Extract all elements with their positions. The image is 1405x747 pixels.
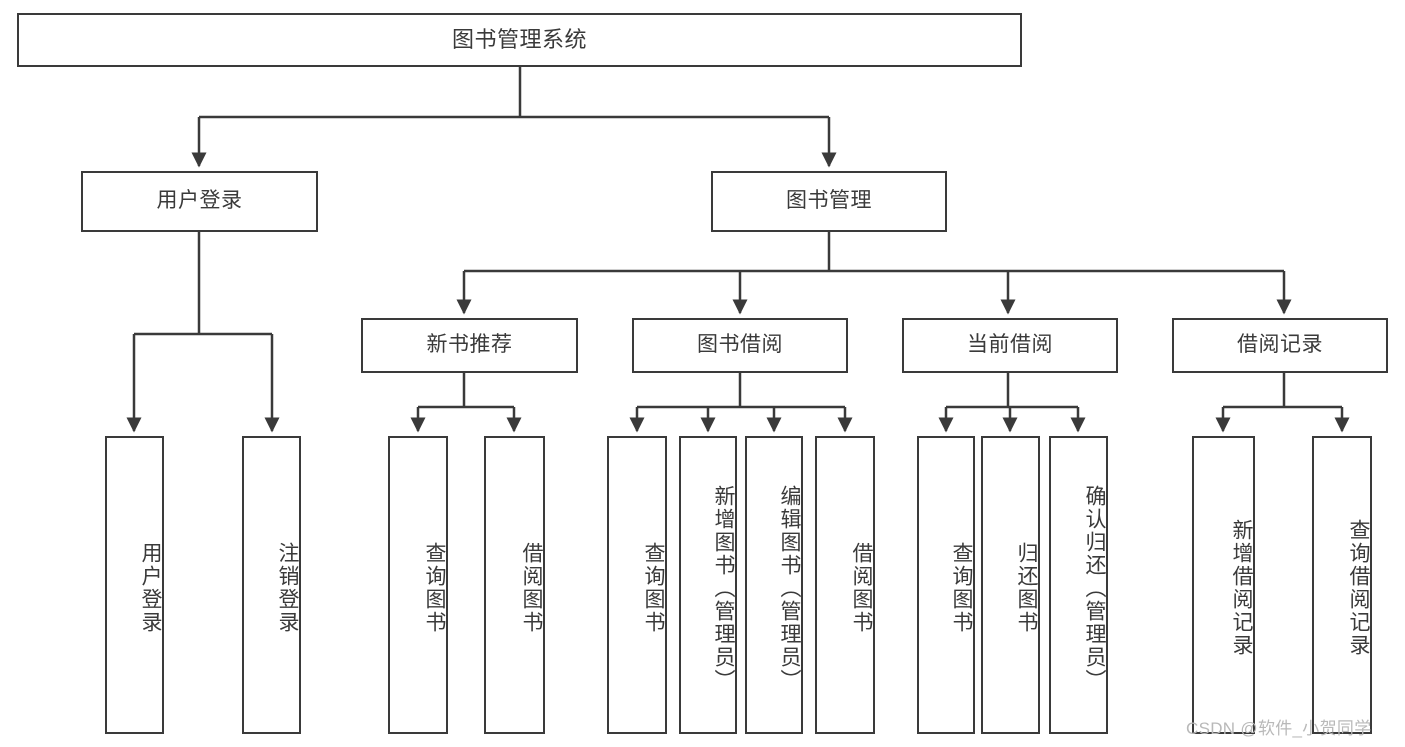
node-leaf-borrow-book-1-label: 借阅图书 bbox=[520, 542, 543, 634]
node-leaf-confirm-return[interactable]: 确认归还（管理员） bbox=[1049, 436, 1108, 734]
node-book-management-label: 图书管理 bbox=[786, 189, 872, 213]
node-book-borrow[interactable]: 图书借阅 bbox=[632, 318, 848, 373]
node-new-book-recommend[interactable]: 新书推荐 bbox=[361, 318, 578, 373]
node-leaf-return-book[interactable]: 归还图书 bbox=[981, 436, 1040, 734]
node-leaf-query-record-label: 查询借阅记录 bbox=[1347, 519, 1370, 657]
node-leaf-borrow-book-2-label: 借阅图书 bbox=[850, 542, 873, 634]
node-leaf-edit-book-label: 编辑图书（管理员） bbox=[778, 484, 801, 692]
node-new-book-recommend-label: 新书推荐 bbox=[426, 333, 513, 357]
node-leaf-add-book-label: 新增图书（管理员） bbox=[712, 484, 735, 692]
node-leaf-add-record[interactable]: 新增借阅记录 bbox=[1192, 436, 1255, 734]
node-leaf-user-login-label: 用户登录 bbox=[139, 542, 162, 634]
node-leaf-query-book-2[interactable]: 查询图书 bbox=[607, 436, 667, 734]
node-leaf-query-book-1[interactable]: 查询图书 bbox=[388, 436, 448, 734]
node-book-borrow-label: 图书借阅 bbox=[697, 333, 783, 357]
node-leaf-query-book-3-label: 查询图书 bbox=[950, 542, 973, 634]
node-leaf-edit-book[interactable]: 编辑图书（管理员） bbox=[745, 436, 803, 734]
node-root[interactable]: 图书管理系统 bbox=[17, 13, 1022, 67]
node-borrow-record[interactable]: 借阅记录 bbox=[1172, 318, 1388, 373]
node-leaf-borrow-book-1[interactable]: 借阅图书 bbox=[484, 436, 545, 734]
node-leaf-query-book-3[interactable]: 查询图书 bbox=[917, 436, 975, 734]
node-leaf-query-book-2-label: 查询图书 bbox=[642, 542, 665, 634]
node-leaf-borrow-book-2[interactable]: 借阅图书 bbox=[815, 436, 875, 734]
node-leaf-user-login[interactable]: 用户登录 bbox=[105, 436, 164, 734]
node-leaf-query-book-1-label: 查询图书 bbox=[423, 542, 446, 634]
node-book-management[interactable]: 图书管理 bbox=[711, 171, 947, 232]
node-current-borrow[interactable]: 当前借阅 bbox=[902, 318, 1118, 373]
node-leaf-confirm-return-label: 确认归还（管理员） bbox=[1083, 484, 1106, 692]
node-borrow-record-label: 借阅记录 bbox=[1237, 333, 1323, 357]
node-current-borrow-label: 当前借阅 bbox=[967, 333, 1053, 357]
node-user-login-label: 用户登录 bbox=[156, 189, 243, 213]
csdn-watermark: CSDN @软件_小贺同学 bbox=[1186, 719, 1372, 738]
node-root-label: 图书管理系统 bbox=[451, 27, 587, 53]
node-user-login[interactable]: 用户登录 bbox=[81, 171, 318, 232]
node-leaf-return-book-label: 归还图书 bbox=[1015, 542, 1038, 634]
node-leaf-add-book[interactable]: 新增图书（管理员） bbox=[679, 436, 737, 734]
node-leaf-logout-login-label: 注销登录 bbox=[276, 542, 299, 634]
node-leaf-logout-login[interactable]: 注销登录 bbox=[242, 436, 301, 734]
node-leaf-add-record-label: 新增借阅记录 bbox=[1230, 519, 1253, 657]
node-leaf-query-record[interactable]: 查询借阅记录 bbox=[1312, 436, 1372, 734]
